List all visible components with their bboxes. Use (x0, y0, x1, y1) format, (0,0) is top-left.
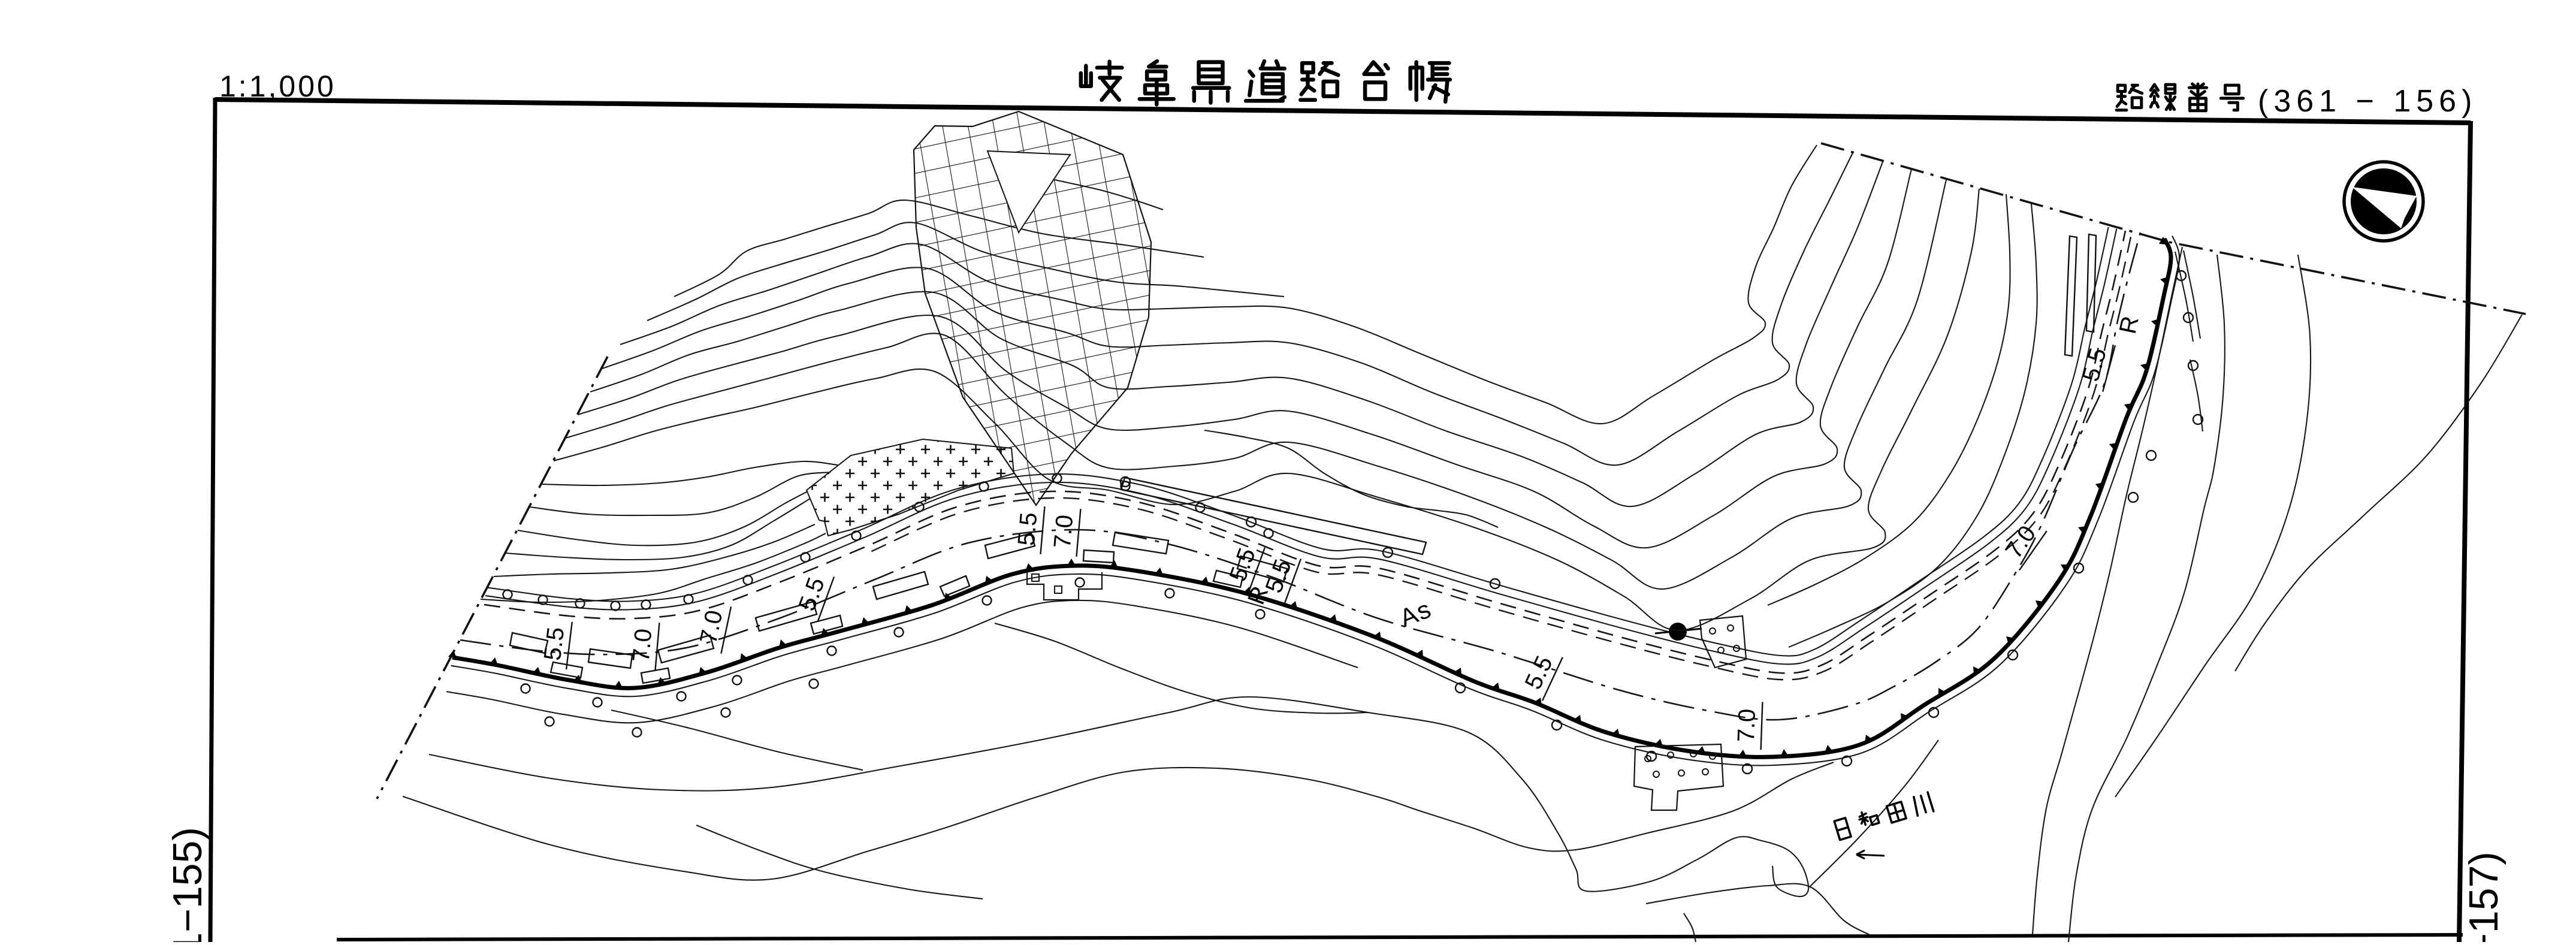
svg-text:7.0: 7.0 (628, 627, 657, 663)
svg-text:5.5: 5.5 (539, 626, 569, 662)
svg-text:(361−155): (361−155) (165, 827, 210, 942)
svg-text:7.0: 7.0 (1049, 514, 1079, 549)
svg-text:1:1,000: 1:1,000 (219, 70, 336, 103)
svg-text:(361−157): (361−157) (2461, 852, 2506, 942)
svg-text:(361 − 156): (361 − 156) (2258, 84, 2477, 119)
svg-text:5.5: 5.5 (1013, 511, 1043, 547)
svg-text:7.0: 7.0 (1733, 708, 1760, 742)
